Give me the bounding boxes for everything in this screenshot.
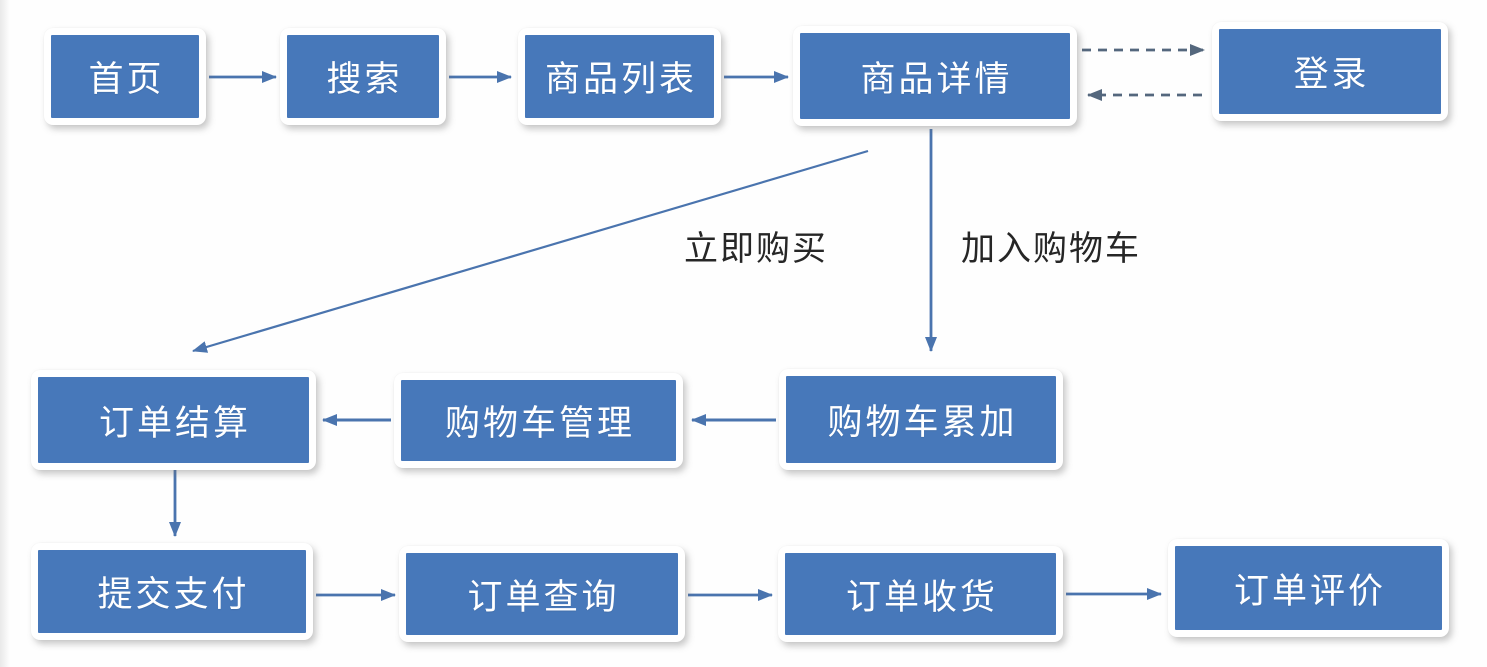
node-home-label: 首页 (88, 60, 165, 99)
node-search-fill: 搜索 (287, 35, 439, 118)
node-login: 登录 (1212, 22, 1448, 121)
node-product-detail: 商品详情 (793, 26, 1077, 126)
node-cart-management: 购物车管理 (394, 373, 683, 468)
node-cart-management-label: 购物车管理 (444, 404, 635, 443)
node-search: 搜索 (280, 28, 446, 125)
node-login-fill: 登录 (1219, 29, 1441, 114)
node-product-detail-fill: 商品详情 (800, 33, 1070, 119)
node-order-receiving-label: 订单收货 (845, 577, 998, 617)
node-submit-payment: 提交支付 (31, 543, 313, 640)
node-order-review-fill: 订单评价 (1175, 546, 1442, 630)
node-product-list-fill: 商品列表 (525, 35, 714, 118)
edge-label-buy-now: 立即购买 (684, 230, 828, 268)
node-order-receiving-fill: 订单收货 (785, 553, 1056, 635)
node-home-fill: 首页 (51, 35, 199, 118)
node-search-label: 搜索 (326, 60, 403, 99)
edge-label-add-to-cart: 加入购物车 (961, 230, 1141, 268)
node-submit-payment-fill: 提交支付 (38, 550, 306, 633)
node-order-review-label: 订单评价 (1233, 571, 1386, 611)
node-product-detail-label: 商品详情 (860, 59, 1013, 99)
node-order-query: 订单查询 (399, 546, 685, 642)
node-cart-accumulation-fill: 购物车累加 (786, 376, 1056, 463)
node-cart-accumulation: 购物车累加 (779, 369, 1063, 470)
node-home: 首页 (44, 28, 206, 125)
node-product-list-label: 商品列表 (544, 60, 697, 99)
node-order-settlement-label: 订单结算 (98, 403, 251, 443)
node-cart-accumulation-label: 购物车累加 (827, 403, 1018, 442)
node-submit-payment-label: 提交支付 (97, 575, 250, 614)
node-login-label: 登录 (1293, 55, 1370, 94)
node-order-receiving: 订单收货 (778, 546, 1063, 642)
node-order-settlement-fill: 订单结算 (38, 377, 309, 463)
node-order-settlement: 订单结算 (31, 370, 316, 470)
node-product-list: 商品列表 (518, 28, 721, 125)
node-order-query-fill: 订单查询 (406, 553, 678, 635)
node-cart-management-fill: 购物车管理 (401, 380, 676, 461)
node-order-review: 订单评价 (1168, 539, 1449, 637)
left-edge-shade (0, 0, 10, 667)
node-order-query-label: 订单查询 (467, 577, 620, 617)
